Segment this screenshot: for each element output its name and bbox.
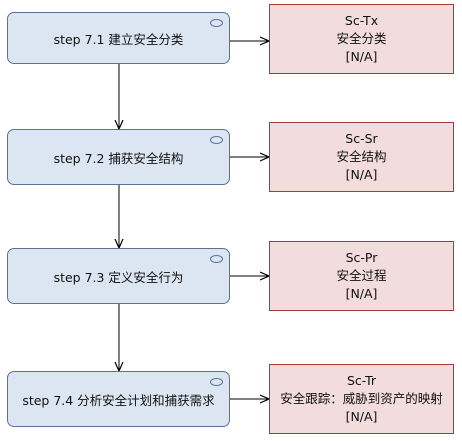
step-oval-icon [210,19,223,27]
output-box-sc-tr[interactable]: Sc-Tr 安全跟踪：威胁到资产的映射 [N/A] [269,364,454,434]
step-oval-icon [210,136,223,144]
output-name: 安全分类 [336,31,387,46]
output-box-sc-pr[interactable]: Sc-Pr 安全过程 [N/A] [269,241,454,311]
output-name: 安全过程 [336,268,387,283]
output-box-sc-sr[interactable]: Sc-Sr 安全结构 [N/A] [269,122,454,192]
step-label: step 7.3 定义安全行为 [53,269,184,285]
output-name: 安全结构 [336,149,387,164]
step-label: step 7.4 分析安全计划和捕获需求 [22,392,215,408]
step-box-7-2[interactable]: step 7.2 捕获安全结构 [7,129,230,185]
output-status: [N/A] [345,286,378,301]
output-status: [N/A] [345,167,378,182]
output-code: Sc-Sr [345,131,378,146]
output-code: Sc-Tr [346,373,377,388]
output-box-sc-tx[interactable]: Sc-Tx 安全分类 [N/A] [269,4,454,74]
step-box-7-3[interactable]: step 7.3 定义安全行为 [7,248,230,304]
output-status: [N/A] [345,409,378,424]
step-box-7-1[interactable]: step 7.1 建立安全分类 [7,12,230,64]
output-status: [N/A] [345,49,378,64]
output-code: Sc-Tx [344,13,379,28]
step-oval-icon [210,378,223,386]
output-code: Sc-Pr [345,250,378,265]
step-label: step 7.2 捕获安全结构 [53,150,184,166]
output-name: 安全跟踪：威胁到资产的映射 [280,391,443,406]
step-label: step 7.1 建立安全分类 [53,31,184,47]
step-oval-icon [210,255,223,263]
step-box-7-4[interactable]: step 7.4 分析安全计划和捕获需求 [7,371,230,427]
